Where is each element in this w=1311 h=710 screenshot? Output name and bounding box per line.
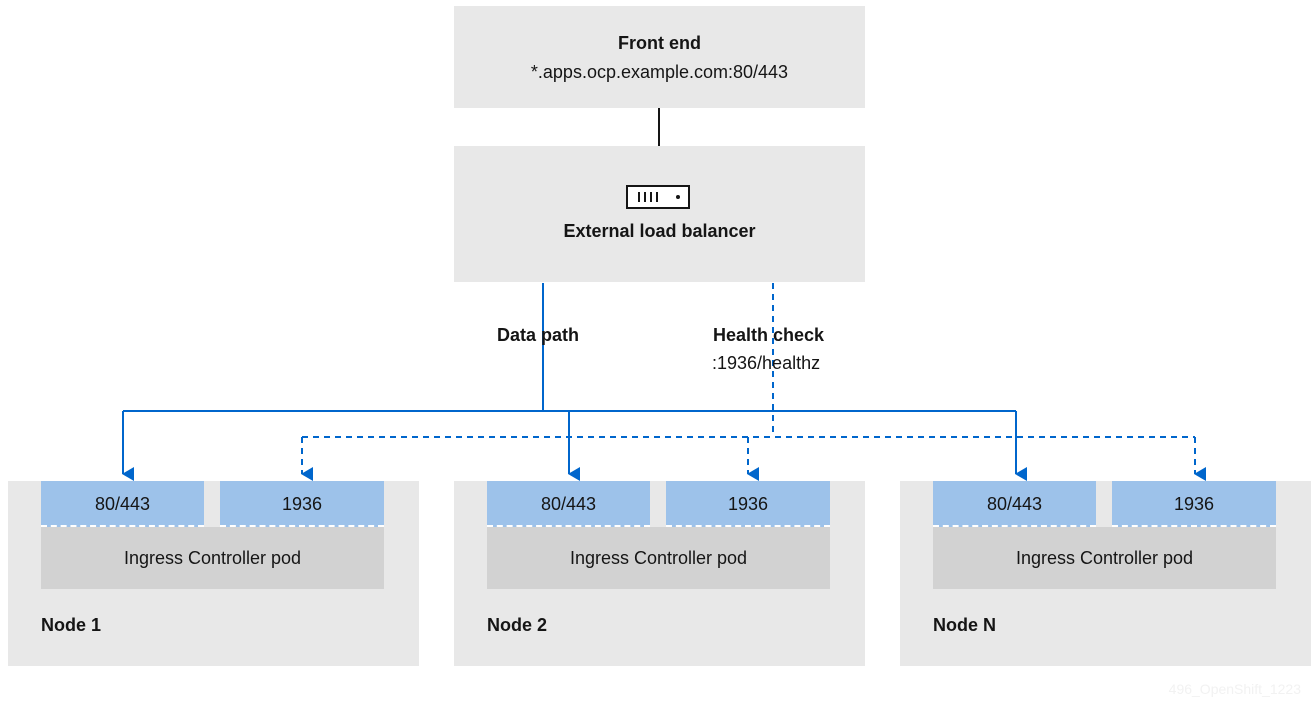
node-2: 80/443 1936 Ingress Controller pod Node …	[454, 481, 865, 666]
node-label: Node 1	[41, 615, 102, 635]
load-balancer-box: External load balancer	[454, 146, 865, 282]
ingress-controller-pod: Ingress Controller pod	[41, 527, 384, 589]
port-http: 80/443	[41, 481, 204, 527]
port-http: 80/443	[487, 481, 650, 527]
port-health: 1936	[1112, 481, 1276, 527]
ingress-controller-pod: Ingress Controller pod	[487, 527, 830, 589]
port-health: 1936	[220, 481, 384, 527]
frontend-subtitle: *.apps.ocp.example.com:80/443	[530, 62, 789, 82]
server-icon	[626, 185, 690, 209]
data-path-label: Data path	[497, 325, 580, 345]
port-http: 80/443	[933, 481, 1096, 527]
load-balancer-title: External load balancer	[563, 221, 756, 241]
node-1: 80/443 1936 Ingress Controller pod Node …	[8, 481, 419, 666]
frontend-box: Front end *.apps.ocp.example.com:80/443	[454, 6, 865, 108]
health-check-label: Health check	[713, 325, 825, 345]
watermark: 496_OpenShift_1223	[1168, 681, 1301, 697]
ingress-controller-pod: Ingress Controller pod	[933, 527, 1276, 589]
node-n: 80/443 1936 Ingress Controller pod Node …	[900, 481, 1311, 666]
port-health: 1936	[666, 481, 830, 527]
node-label: Node N	[933, 615, 996, 635]
frontend-title: Front end	[618, 33, 701, 53]
node-label: Node 2	[487, 615, 548, 635]
health-check-endpoint: :1936/healthz	[712, 353, 821, 373]
